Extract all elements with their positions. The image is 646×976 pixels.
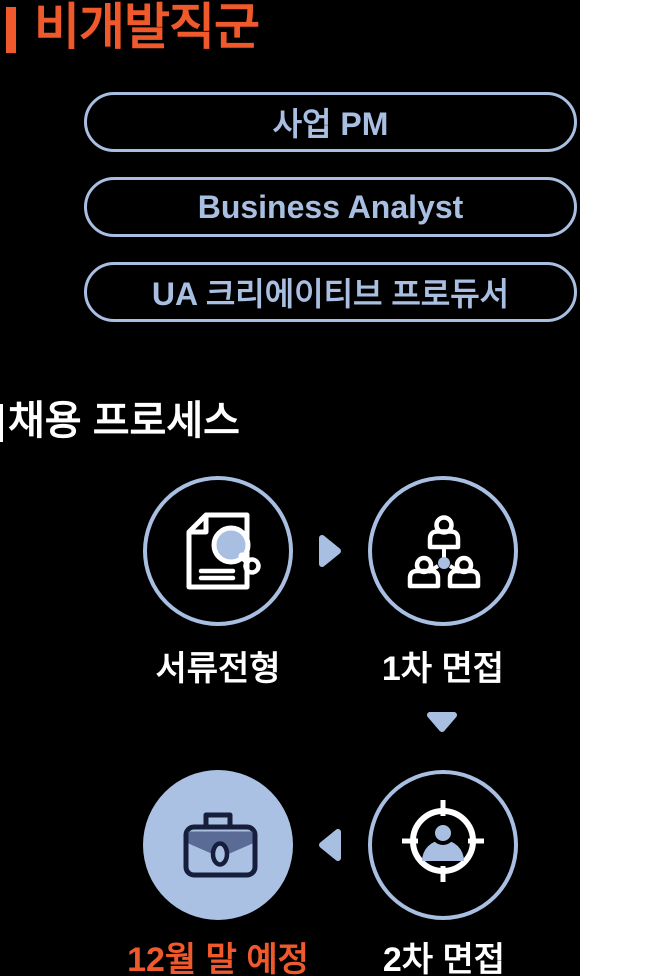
org-people-icon <box>407 515 481 589</box>
right-white-band <box>580 0 646 976</box>
heading-marker-bar <box>0 404 3 442</box>
title-marker-bar <box>6 7 16 53</box>
page-title: 비개발직군 <box>34 0 260 55</box>
arrow-left-icon <box>319 829 341 861</box>
role-pill-ua-creative-producer: UA 크리에이티브 프로듀서 <box>84 262 577 322</box>
role-pill-label: UA 크리에이티브 프로듀서 <box>151 276 510 312</box>
step-label-second-interview: 2차 면접 <box>382 941 506 976</box>
role-pill-business-analyst: Business Analyst <box>84 177 577 237</box>
target-person-icon <box>402 800 484 882</box>
step-circle-document-screening <box>143 476 293 626</box>
step-label-document-screening: 서류전형 <box>155 650 281 688</box>
arrow-down-icon <box>427 712 457 732</box>
arrow-right-icon <box>319 535 341 567</box>
step-circle-second-interview <box>368 770 518 920</box>
step-label-first-interview: 1차 면접 <box>381 650 505 688</box>
role-pill-business-pm: 사업 PM <box>84 92 577 152</box>
role-pill-label: 사업 PM <box>272 106 389 142</box>
role-pill-label: Business Analyst <box>197 188 464 225</box>
briefcase-icon <box>183 812 258 878</box>
process-heading: 채용 프로세스 <box>8 399 240 443</box>
step-circle-final-schedule <box>143 770 293 920</box>
document-search-icon <box>186 512 261 590</box>
step-label-final-schedule: 12월 말 예정 <box>127 941 309 976</box>
step-circle-first-interview <box>368 476 518 626</box>
